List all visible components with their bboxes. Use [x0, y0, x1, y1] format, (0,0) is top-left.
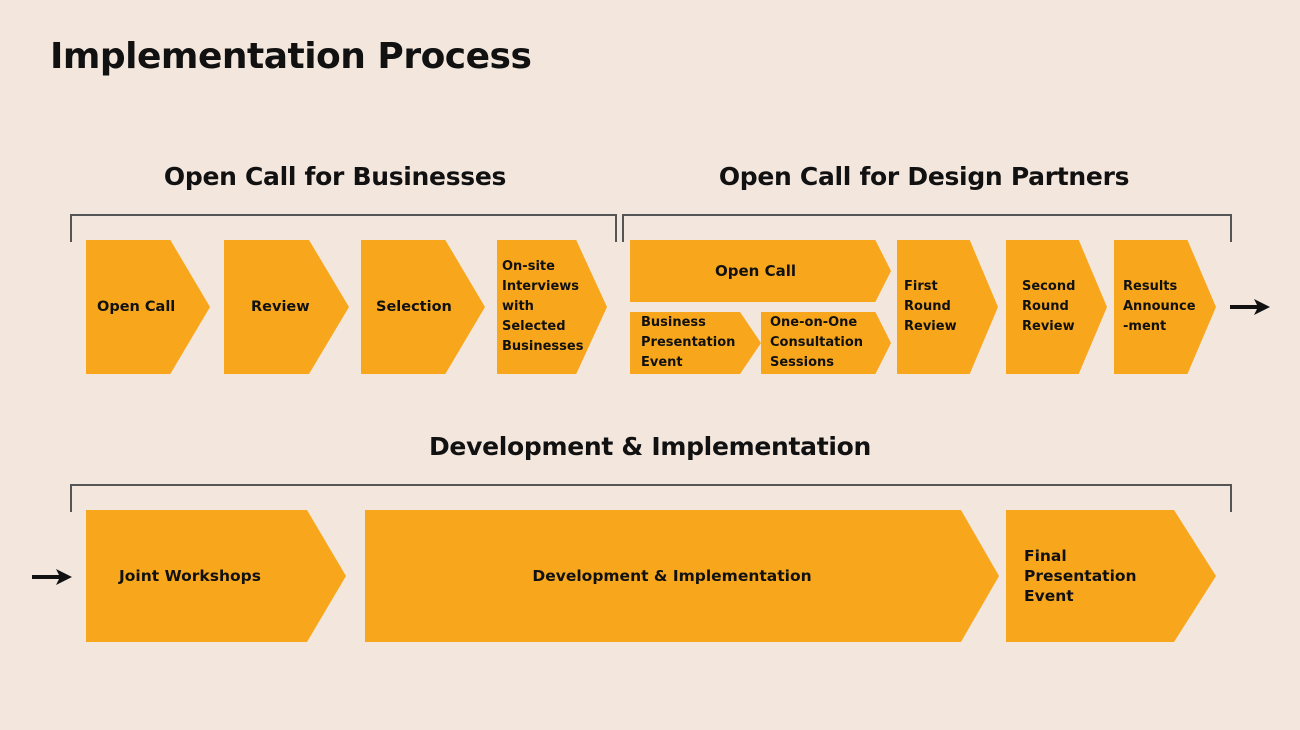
arrow-right-icon	[1230, 299, 1270, 315]
step-dp-second-round: Second Round Review	[1006, 240, 1107, 374]
step-biz-open-call: Open Call	[86, 240, 210, 374]
step-biz-review: Review	[224, 240, 349, 374]
section-title-businesses: Open Call for Businesses	[163, 162, 507, 191]
step-dp-business-presentation: Business Presentation Event	[630, 312, 761, 374]
step-label: Open Call	[97, 299, 176, 315]
step-label: Business Presentation Event	[641, 315, 736, 370]
step-dev-development: Development & Implementation	[365, 510, 999, 642]
step-dp-first-round: First Round Review	[897, 240, 998, 374]
step-dp-open-call: Open Call	[630, 240, 891, 302]
bracket-development	[70, 484, 1232, 512]
step-dev-final: Final Presentation Event	[1006, 510, 1216, 642]
step-label: One-on-One Consultation Sessions	[770, 315, 864, 370]
step-dp-consultation: One-on-One Consultation Sessions	[761, 312, 891, 374]
step-label: Final Presentation Event	[1024, 547, 1137, 605]
step-label: Results Announce -ment	[1123, 279, 1196, 334]
step-dp-results: Results Announce -ment	[1114, 240, 1216, 374]
step-label: Review	[251, 299, 310, 315]
section-title-development: Development & Implementation	[428, 432, 872, 461]
step-label: Second Round Review	[1022, 279, 1076, 334]
step-label: Open Call	[715, 262, 796, 280]
step-label: First Round Review	[904, 279, 957, 334]
page-title: Implementation Process	[50, 36, 532, 77]
step-dev-workshops: Joint Workshops	[86, 510, 346, 642]
step-label: On-site Interviews with Selected Busines…	[502, 259, 584, 354]
bracket-partners	[622, 214, 1232, 242]
bracket-businesses	[70, 214, 617, 242]
step-biz-selection: Selection	[361, 240, 485, 374]
step-biz-interviews: On-site Interviews with Selected Busines…	[497, 240, 607, 374]
step-label: Joint Workshops	[119, 567, 261, 585]
step-label: Development & Implementation	[532, 567, 812, 585]
section-title-partners: Open Call for Design Partners	[718, 162, 1130, 191]
arrow-right-icon	[32, 569, 72, 585]
step-label: Selection	[376, 299, 452, 315]
